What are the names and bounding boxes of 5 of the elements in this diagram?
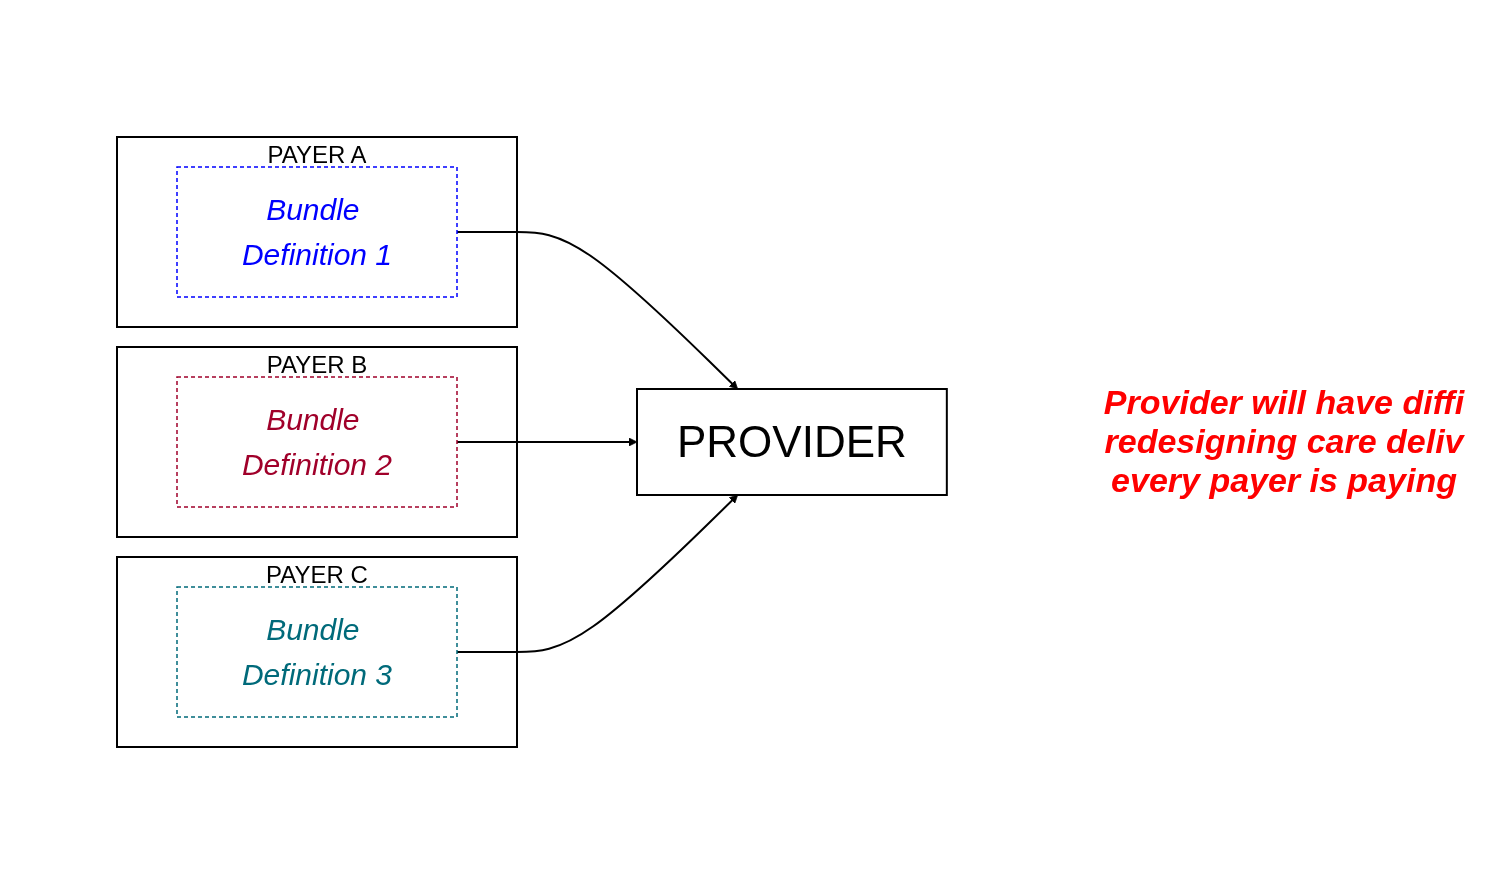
node-box: Bundle Definition 1 (176, 165, 458, 298)
node-box: Bundle Definition 3 (176, 585, 458, 718)
node-box: Bundle Definition 2 (176, 375, 458, 508)
node-box: PROVIDER (636, 387, 948, 496)
note-text: Provider will have diffi redesigning care deliv every payer is paying (1102, 383, 1466, 500)
